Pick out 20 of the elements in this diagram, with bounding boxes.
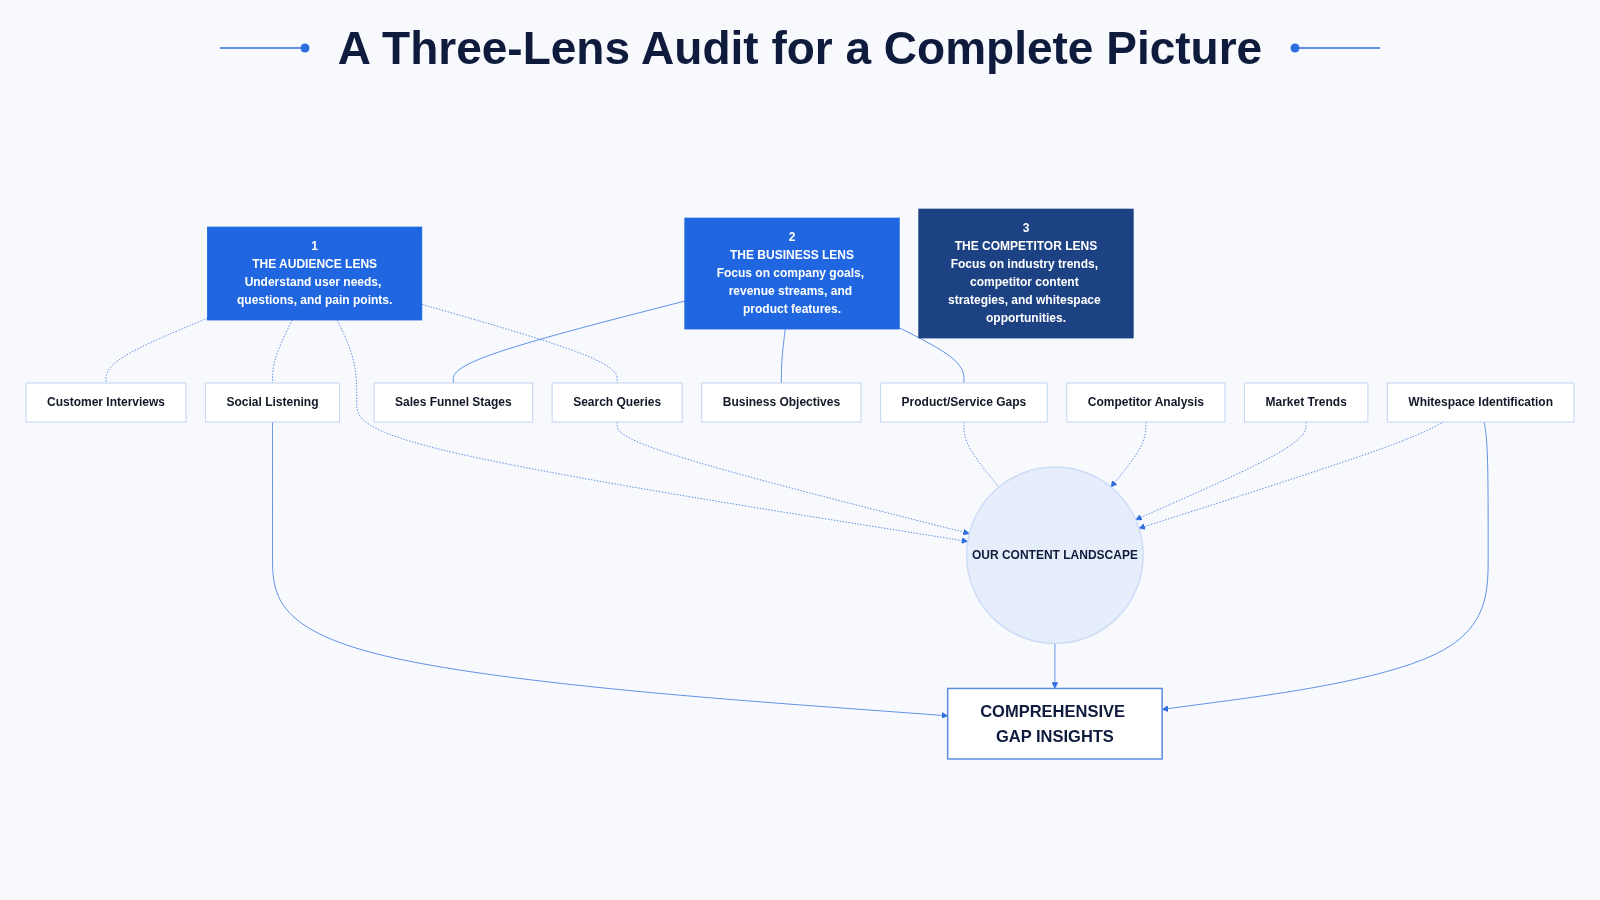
result-box: COMPREHENSIVE GAP INSIGHTS <box>946 687 1163 760</box>
process-box: Sales Funnel Stages <box>373 382 534 423</box>
process-box: Market Trends <box>1243 382 1369 423</box>
title: A Three-Lens Audit for a Complete Picture <box>337 21 1263 75</box>
connector-line <box>452 300 686 384</box>
connector-line <box>272 319 293 384</box>
lens-header-box: 2 THE BUSINESS LENS Focus on company goals, revenue streams, and product features. <box>684 217 900 330</box>
process-box: Customer Interviews <box>25 382 187 423</box>
connector-line <box>781 328 786 384</box>
lens-header-box: 1 THE AUDIENCE LENS Understand user needs, questions, and pain points. <box>207 226 423 321</box>
process-box: Business Objectives <box>701 382 862 423</box>
lens-header-box: 3 THE COMPETITOR LENS Focus on industry trends, competitor content strategies, and whitespace opportunities. <box>918 208 1134 339</box>
connector-line <box>105 317 208 384</box>
process-box: Competitor Analysis <box>1066 382 1226 423</box>
process-box: Whitespace Identification <box>1386 382 1575 423</box>
process-box: Product/Service Gaps <box>880 382 1048 423</box>
connector-line <box>898 327 965 384</box>
process-box: Social Listening <box>204 382 341 423</box>
hub-circle: OUR CONTENT LANDSCAPE <box>965 466 1144 645</box>
process-box: Search Queries <box>551 382 683 423</box>
